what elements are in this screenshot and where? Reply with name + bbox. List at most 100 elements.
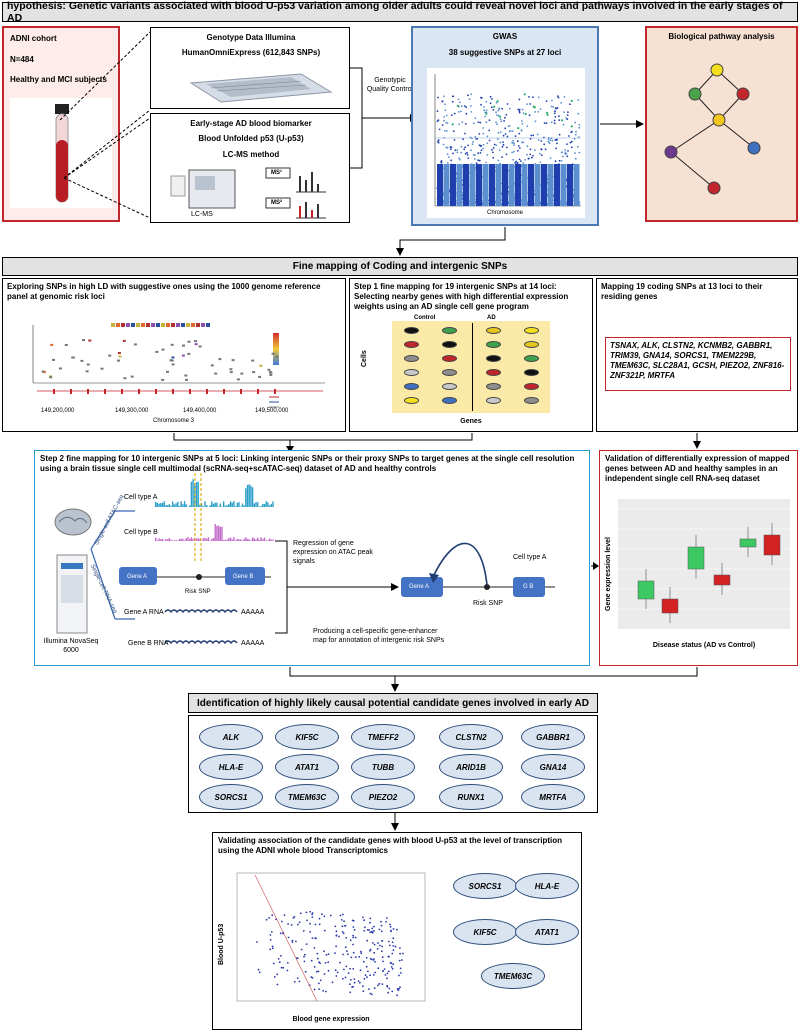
step2-schematic	[54, 473, 555, 645]
adni-cohort-box: ADNI cohort N=484 Healthy and MCI subjec…	[2, 26, 120, 222]
blood-tube-area	[10, 98, 112, 208]
matrix-cell-oval	[524, 397, 539, 404]
transcript-box: Validating association of the candidate …	[212, 832, 582, 1030]
matrix-cell-oval	[404, 355, 419, 362]
step2-box: Step 2 fine mapping for 10 intergenic SN…	[34, 450, 590, 666]
matrix-cell-oval	[404, 327, 419, 334]
coding-genes-list: TSNAX, ALK, CLSTN2, KCNMB2, GABBR1, TRIM…	[605, 337, 791, 391]
transcript-xlabel: Blood gene expression	[292, 1016, 370, 1023]
coding-box: Mapping 19 coding SNPs at 13 loci to the…	[596, 278, 798, 432]
gwas-box: GWAS 38 suggestive SNPs at 27 loci Chrom…	[411, 26, 599, 226]
matrix-cell-oval	[404, 369, 419, 376]
genotype-box: Genotype Data Illumina HumanOmniExpress …	[150, 27, 350, 109]
biomarker-box: Early-stage AD blood biomarker Blood Unf…	[150, 113, 350, 223]
gwas-subtitle: 38 suggestive SNPs at 27 loci	[448, 48, 562, 57]
step2-instrument: Illumina NovaSeq 6000	[43, 638, 99, 654]
matrix-cell-oval	[524, 341, 539, 348]
manhattan-plot-panel: Chromosome	[427, 68, 585, 218]
validation-xlabel: Disease status (AD vs Control)	[652, 642, 756, 649]
candidates-title: Identification of highly likely causal p…	[197, 697, 589, 709]
step1-genes-label: Genes	[460, 418, 482, 425]
matrix-cell-oval	[442, 341, 457, 348]
step2-risk-snp: Risk SNP	[185, 589, 211, 595]
step2-cell-a: Cell type A	[124, 494, 158, 501]
candidate-gene: GNA14	[521, 754, 585, 780]
gwas-xlabel: Chromosome	[487, 210, 524, 216]
matrix-cell-oval	[524, 327, 539, 334]
pathway-title: Biological pathway analysis	[668, 32, 775, 41]
transcript-gene: HLA-E	[515, 873, 579, 899]
matrix-cell-oval	[442, 369, 457, 376]
matrix-cell-oval	[524, 355, 539, 362]
matrix-cell-oval	[404, 397, 419, 404]
matrix-cell-oval	[486, 355, 501, 362]
validation-box: Validation of differentially expression …	[599, 450, 798, 666]
candidate-gene: ATAT1	[275, 754, 339, 780]
candidate-gene: RUNX1	[439, 784, 503, 810]
candidates-banner: Identification of highly likely causal p…	[188, 693, 598, 713]
hypothesis-banner: hypothesis: Genetic variants associated …	[2, 0, 798, 24]
qc-label: Genotypic Quality Control	[366, 77, 414, 93]
lcms-label: LC-MS	[191, 211, 213, 218]
genotype-title: Genotype Data Illumina	[206, 33, 296, 42]
adni-subjects: Healthy and MCI subjects	[10, 75, 107, 84]
step2-cell-b: Cell type B	[124, 529, 158, 536]
biomarker-method: LC-MS method	[222, 150, 280, 159]
matrix-cell-oval	[524, 383, 539, 390]
ms1-label: MS¹	[271, 170, 282, 176]
candidate-gene: CLSTN2	[439, 724, 503, 750]
gwas-title: GWAS	[492, 32, 518, 41]
biomarker-title: Early-stage AD blood biomarker	[190, 119, 312, 128]
step2-gene-a: Gene A	[127, 574, 148, 580]
ld-tick-2: 149,300,000	[115, 408, 149, 414]
candidate-gene: GABBR1	[521, 724, 585, 750]
arrow-to-transcript	[391, 813, 399, 831]
step2-regression: Regression of gene expression on ATAC pe…	[293, 540, 373, 565]
tube-connector-lines	[59, 31, 151, 219]
candidate-gene: KIF5C	[275, 724, 339, 750]
boxplot-panel	[618, 499, 790, 629]
transcript-gene: TMEM63C	[481, 963, 545, 989]
ld-tick-3: 149,400,000	[183, 408, 217, 414]
transcript-gene: KIF5C	[453, 919, 517, 945]
candidate-gene: TUBB	[351, 754, 415, 780]
arrows-row2	[173, 433, 701, 453]
matrix-cell-oval	[404, 341, 419, 348]
scatter-panel	[233, 869, 429, 1011]
step2-gene-a-rna: Gene A RNA	[124, 609, 164, 616]
cell-gene-matrix	[392, 321, 550, 413]
matrix-divider	[472, 323, 473, 411]
lcms-instrument-icon	[170, 167, 326, 219]
transcript-ylabel: Blood U-p53	[218, 923, 225, 965]
transcript-gene: SORCS1	[453, 873, 517, 899]
step2-risk-snp-right: Risk SNP	[473, 600, 503, 607]
candidates-box: ALK KIF5C TMEFF2 CLSTN2 GABBR1 HLA-E ATA…	[188, 715, 598, 813]
matrix-cell-oval	[486, 369, 501, 376]
step2-enhancer: Producing a cell-specific gene-enhancer …	[313, 628, 445, 644]
matrix-cell-oval	[486, 327, 501, 334]
arrow-step2-to-validation	[591, 562, 599, 570]
step2-gene-b-right: G B	[523, 584, 534, 590]
step1-ad-label: AD	[487, 315, 496, 321]
matrix-cell-oval	[442, 397, 457, 404]
step1-box: Step 1 fine mapping for 19 intergenic SN…	[349, 278, 593, 432]
candidate-gene: MRTFA	[521, 784, 585, 810]
candidate-gene: PIEZO2	[351, 784, 415, 810]
arrow-gwas-to-pathway	[600, 120, 644, 128]
step2-gene-b: Gene B	[233, 574, 254, 580]
blood-tube-icon	[55, 104, 69, 203]
manhattan-plot	[434, 74, 581, 207]
candidate-gene: ARID1B	[439, 754, 503, 780]
matrix-cell-oval	[442, 383, 457, 390]
transcript-title: Validating association of the candidate …	[218, 836, 563, 855]
matrix-cell-oval	[486, 397, 501, 404]
step1-title: Step 1 fine mapping for 19 intergenic SN…	[354, 282, 569, 311]
candidate-gene: TMEM63C	[275, 784, 339, 810]
adni-n: N=484	[10, 55, 34, 64]
matrix-cell-oval	[524, 369, 539, 376]
arrow-to-candidates	[289, 667, 698, 692]
step2-title: Step 2 fine mapping for 10 intergenic SN…	[40, 454, 575, 473]
ld-axis-label: Chromosome 3	[153, 418, 195, 424]
matrix-cell-oval	[442, 355, 457, 362]
matrix-cell-oval	[442, 327, 457, 334]
